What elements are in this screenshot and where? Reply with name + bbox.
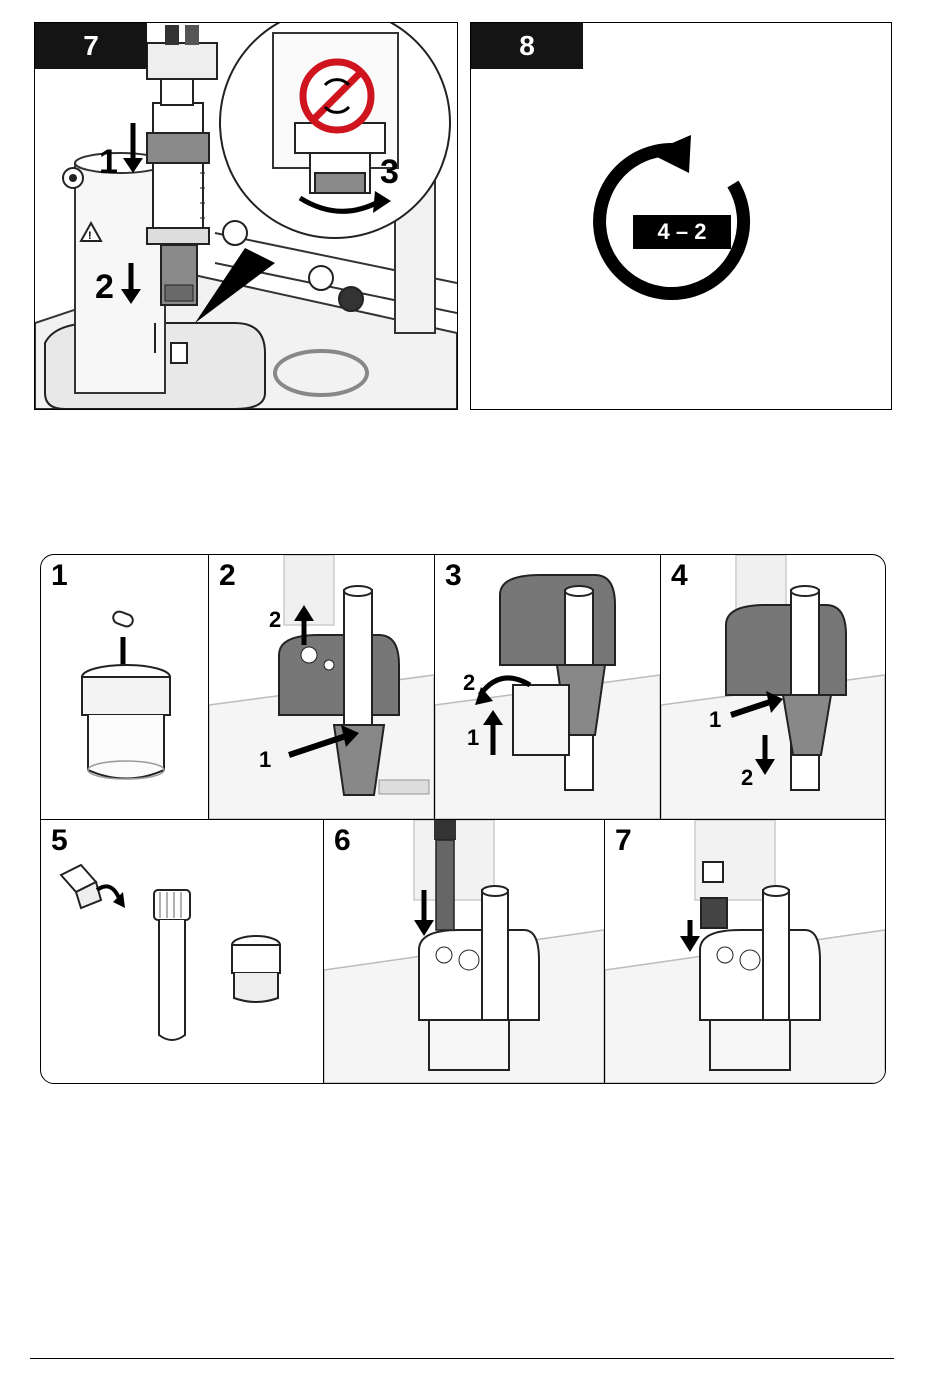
cell-4-callout-push: 1 xyxy=(709,707,721,732)
cell-2-number: 2 xyxy=(219,559,236,593)
holder-lower-illustration: 1 2 xyxy=(661,555,885,819)
holder-rotate-illustration: 2 1 xyxy=(435,555,660,819)
sequence-cell-4: 1 2 4 xyxy=(661,555,885,819)
cell-3-number: 3 xyxy=(445,559,462,593)
step-7-callout-3: 3 xyxy=(380,153,399,191)
sequence-cell-1: 1 xyxy=(41,555,208,819)
step-8-panel: 8 4 – 2 xyxy=(470,22,892,410)
cell-4-number: 4 xyxy=(671,559,688,593)
sequence-cell-3: 2 1 3 xyxy=(435,555,660,819)
step-7-illustration: ! 1 2 3 xyxy=(35,23,457,409)
step-7-callout-2: 2 xyxy=(95,268,114,306)
cell-2-callout-push: 1 xyxy=(259,747,271,772)
insert-tube-illustration xyxy=(324,820,604,1083)
cell-4-callout-lower: 2 xyxy=(741,765,753,790)
cell-2-callout-up: 2 xyxy=(269,607,281,632)
holder-insert-illustration: 2 1 xyxy=(209,555,434,819)
footer-rule xyxy=(30,1358,894,1359)
svg-text:!: ! xyxy=(88,230,92,242)
sequence-cell-2: 2 1 2 xyxy=(209,555,434,819)
sequence-cell-7: 7 xyxy=(605,820,885,1083)
repeat-steps-label: 4 – 2 xyxy=(633,215,731,249)
step-7-callout-1: 1 xyxy=(99,143,118,181)
cell-3-callout-lift: 1 xyxy=(467,725,479,750)
cell-1-number: 1 xyxy=(51,559,68,593)
step-8-number: 8 xyxy=(471,23,583,69)
insert-cap-illustration xyxy=(605,820,885,1083)
step-7-number: 7 xyxy=(35,23,147,69)
sequence-cell-5: 5 xyxy=(41,820,323,1083)
cell-3-callout-rotate: 2 xyxy=(463,670,475,695)
sequence-panel: 1 2 1 2 xyxy=(40,554,886,1084)
vial-with-stir-bar xyxy=(41,555,208,819)
cell-6-number: 6 xyxy=(334,824,351,858)
cell-7-number: 7 xyxy=(615,824,632,858)
cell-5-number: 5 xyxy=(51,824,68,858)
sequence-cell-6: 6 xyxy=(324,820,604,1083)
tube-and-cap-illustration xyxy=(41,820,323,1083)
step-7-panel: ! 1 2 3 7 xyxy=(34,22,458,410)
